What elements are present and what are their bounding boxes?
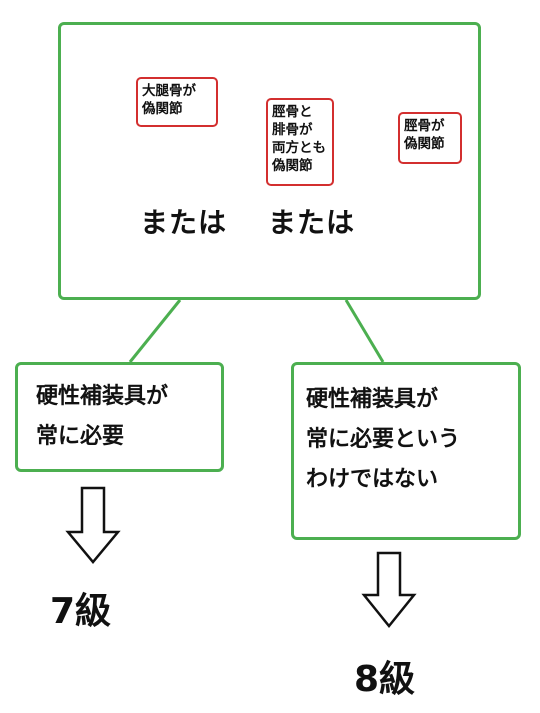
- outcome-text-right: 硬性補装具が 常に必要という わけではない: [306, 387, 461, 492]
- connector-right: [344, 299, 385, 363]
- down-arrow-left: [65, 486, 121, 564]
- callout-femur-nonunion: 大腿骨が 偽関節: [136, 77, 218, 127]
- callout-tibia-fibula-nonunion: 脛骨と 腓骨が 両方とも 偽関節: [266, 98, 334, 186]
- outcome-text-left: 硬性補装具が 常に必要: [36, 384, 169, 449]
- outcome-box-right: [291, 362, 521, 540]
- connector-left: [128, 299, 182, 363]
- or-label-1: または: [140, 206, 228, 239]
- callout-tibia-nonunion: 脛骨が 偽関節: [398, 112, 462, 164]
- outcome-box-left: [15, 362, 224, 472]
- grade-label-left: 7級: [50, 591, 112, 632]
- down-arrow-right: [361, 551, 417, 628]
- grade-label-right: 8級: [354, 659, 416, 700]
- or-label-2: または: [268, 206, 356, 239]
